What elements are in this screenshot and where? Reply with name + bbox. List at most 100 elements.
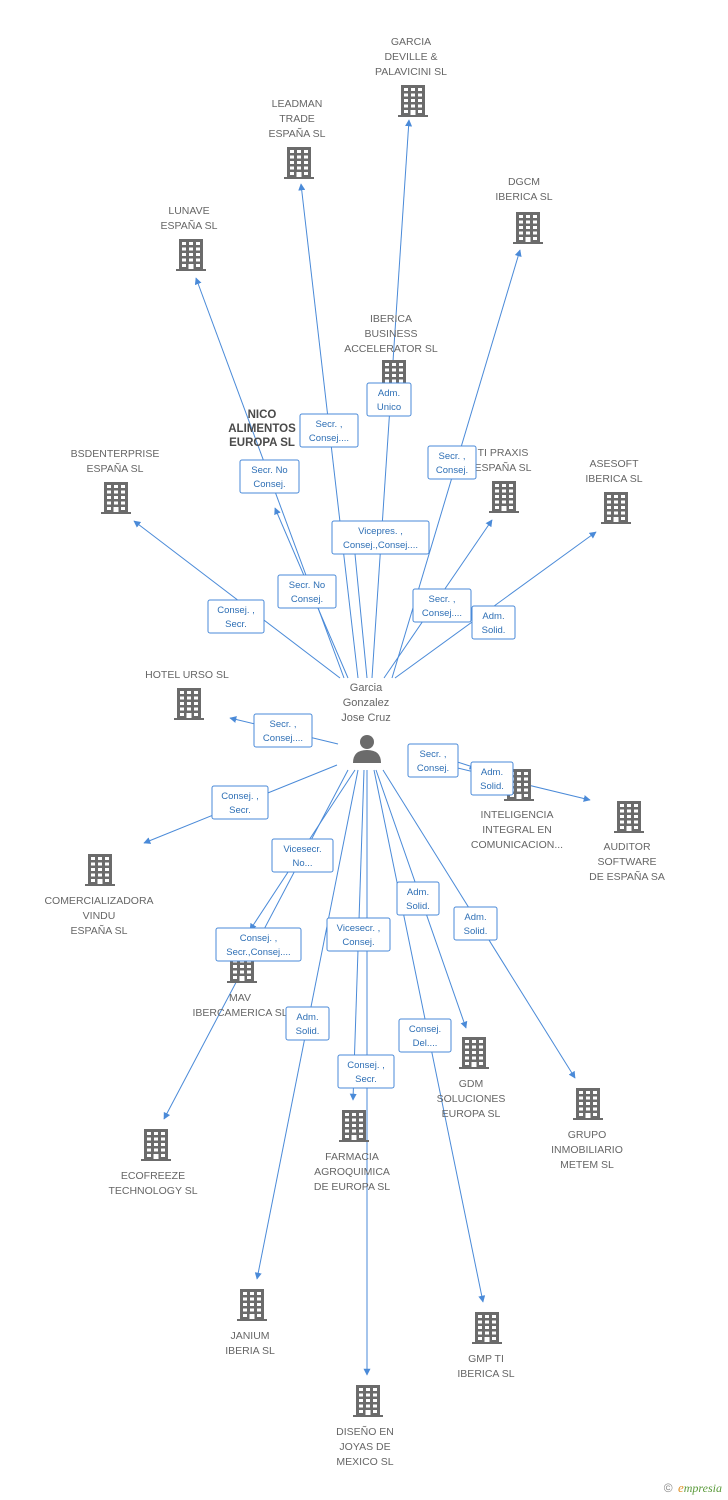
relation-label-leadman[interactable]: Secr. , Consej.... [299, 413, 359, 448]
company-node-ecofreeze[interactable]: ECOFREEZE TECHNOLOGY SL [108, 1129, 198, 1197]
relation-label-janium[interactable]: Adm.Solid. [285, 1006, 330, 1041]
person-name-line: Garcia [350, 682, 383, 694]
company-label-line: BUSINESS [364, 328, 417, 340]
relation-label-line: Secr. [225, 619, 247, 630]
company-label-line: TRADE [279, 113, 315, 125]
building-icon [237, 1289, 267, 1321]
person-icon [353, 735, 381, 763]
company-label-line: ESPAÑA SL [160, 219, 217, 232]
company-label-line: SOFTWARE [597, 856, 656, 868]
building-icon [398, 85, 428, 117]
relation-label-iberica-business[interactable]: Vicepres. ,Consej.,Consej.... [331, 520, 430, 555]
relation-label-comercializadora[interactable]: Consej. , Secr. [211, 785, 269, 820]
company-label-line: ESPAÑA SL [86, 462, 143, 475]
relation-label-bsdenterprise[interactable]: Consej. ,Secr. [207, 599, 265, 634]
relation-label-dgcm[interactable]: Secr. ,Consej. [427, 445, 477, 480]
relation-label-line: Vicesecr. [283, 844, 321, 855]
relation-label-line: Consej. [253, 479, 285, 490]
company-label-line: ESPAÑA SL [70, 924, 127, 937]
relation-label-line: Secr. No [251, 465, 287, 476]
company-label-line: PALAVICINI SL [375, 66, 447, 78]
nodes-layer: GARCIA DEVILLE & PALAVICINI SL LEADMANTRADE… [44, 36, 664, 1468]
relation-label-ecofreeze[interactable]: Vicesecr.No... [271, 838, 334, 873]
company-label-line: IBERICA SL [495, 191, 552, 203]
relation-label-line: Consej.... [263, 733, 303, 744]
relation-label-line: Consej. , [221, 791, 259, 802]
building-icon [489, 481, 519, 513]
company-label-line: DE ESPAÑA SA [589, 870, 665, 883]
relation-label-mav[interactable]: Consej. ,Secr.,Consej.... [215, 927, 302, 962]
relation-label-hotel-urso[interactable]: Secr. ,Consej.... [253, 713, 313, 748]
building-icon [339, 1110, 369, 1142]
relation-label-line: Secr. No [289, 580, 325, 591]
relation-label-line: Vicepres. , [358, 526, 403, 537]
relation-label-line: Secr.,Consej.... [226, 947, 290, 958]
company-node-hotel-urso[interactable]: HOTEL URSO SL [145, 669, 229, 720]
building-icon [85, 854, 115, 886]
relation-label-line: Consej.... [309, 433, 349, 444]
relation-label-gmp-ti[interactable]: Consej.Del.... [398, 1018, 452, 1053]
company-label-line: DEVILLE & [384, 51, 437, 63]
company-label-line: ASESOFT [589, 458, 639, 470]
relation-label-farmacia[interactable]: Vicesecr. ,Consej. [326, 917, 391, 952]
relation-label-lunave[interactable]: Secr. No Consej. [239, 459, 300, 494]
company-node-garcia-deville[interactable]: GARCIA DEVILLE & PALAVICINI SL [375, 36, 447, 117]
relation-label-ti-praxis[interactable]: Secr. , Consej.... [412, 588, 472, 623]
relation-label-gdm[interactable]: Adm.Solid. [396, 881, 440, 916]
company-label-line: IBERCAMERICA SL [192, 1007, 287, 1019]
relation-label-garcia-deville[interactable]: Adm.Unico [366, 382, 412, 417]
company-label-line: ALIMENTOS [228, 423, 296, 435]
company-label-line: AUDITOR [603, 841, 650, 853]
relation-label-line: Adm. [378, 388, 400, 399]
company-label-line: HOTEL URSO SL [145, 669, 229, 681]
relation-label-line: Consej.... [422, 608, 462, 619]
company-label-line: COMERCIALIZADORA [44, 895, 153, 907]
company-label-line: JANIUM [230, 1330, 269, 1342]
building-icon [513, 212, 543, 244]
company-node-auditor[interactable]: AUDITOR SOFTWARE DE ESPAÑA SA [589, 801, 665, 883]
building-icon [459, 1037, 489, 1069]
company-label-line: ECOFREEZE [121, 1170, 185, 1182]
relation-label-line: Secr. , [429, 594, 456, 605]
relation-label-inteligencia[interactable]: Secr. ,Consej. [407, 743, 459, 778]
company-label-line: FARMACIA [325, 1151, 379, 1163]
building-icon [601, 492, 631, 524]
relation-label-auditor[interactable]: Adm.Solid. [470, 761, 514, 796]
company-label-line: SOLUCIONES [437, 1093, 506, 1105]
relation-label-line: Solid. [406, 901, 430, 912]
relation-label-line: Consej. [436, 465, 468, 476]
relation-label-grupo-inmobiliario[interactable]: Adm.Solid. [453, 906, 498, 941]
company-label-line: INTEGRAL EN [482, 824, 552, 836]
company-label-line: ACCELERATOR SL [344, 343, 438, 355]
relation-label-line: Adm. [481, 767, 503, 778]
company-label-line: TI PRAXIS [478, 447, 529, 459]
relation-label-asesoft[interactable]: Adm.Solid. [471, 605, 516, 640]
company-label-line: COMUNICACION... [471, 839, 563, 851]
company-label-line: ESPAÑA SL [474, 461, 531, 474]
relation-label-line: Secr. [229, 805, 251, 816]
company-label-line: EUROPA SL [229, 437, 295, 449]
company-node-ti-praxis[interactable]: TI PRAXIS ESPAÑA SL [474, 447, 532, 513]
relation-label-line: Secr. , [316, 419, 343, 430]
relation-label-diseno-joyas[interactable]: Consej. ,Secr. [337, 1054, 395, 1089]
company-label-line: GARCIA [391, 36, 431, 48]
company-label-line: TECHNOLOGY SL [108, 1185, 197, 1197]
